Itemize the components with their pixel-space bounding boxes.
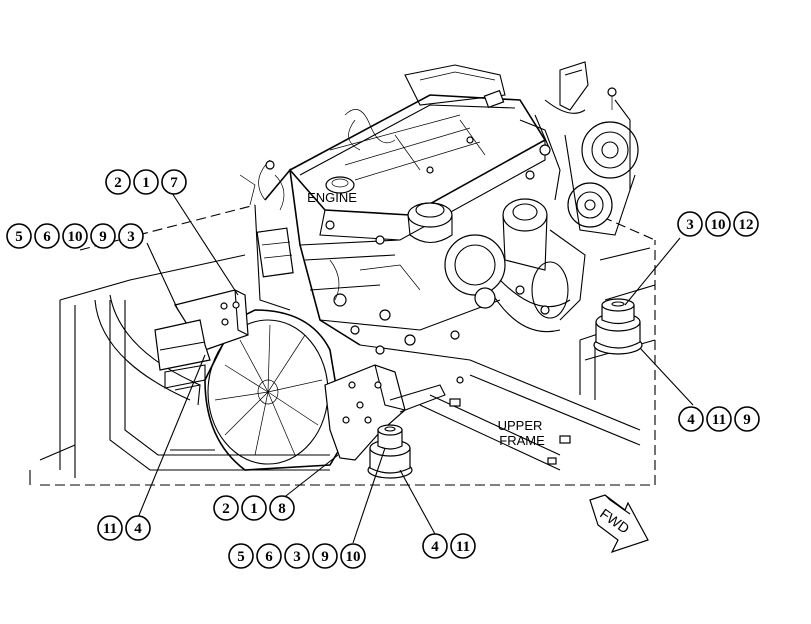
callout-number: 2 <box>114 175 122 191</box>
callout-circle <box>161 169 187 195</box>
callout-number: 10 <box>346 549 361 565</box>
callout-number: 8 <box>278 501 286 517</box>
callout-number: 7 <box>170 175 178 191</box>
callout-number: 5 <box>237 549 245 565</box>
callout-circle <box>125 515 151 541</box>
callout-number: 1 <box>142 175 150 191</box>
callout-number: 3 <box>293 549 301 565</box>
callout-group-11-4: 11 4 <box>97 515 151 541</box>
callout-circle <box>733 211 759 237</box>
leader-lines <box>136 192 694 544</box>
callout-group-3-10-12: 3 10 12 <box>677 211 759 237</box>
callout-group-2-1-8: 2 1 8 <box>213 495 295 521</box>
callout-number: 11 <box>103 521 117 537</box>
callout-circle <box>241 495 267 521</box>
upper-frame-label-line1: UPPER <box>498 418 543 433</box>
callout-number: 10 <box>711 217 726 233</box>
callout-number: 12 <box>739 217 754 233</box>
callout-number: 6 <box>43 229 51 245</box>
callout-circle <box>90 223 116 249</box>
callout-circle <box>422 533 448 559</box>
engine-label: ENGINE <box>307 190 357 205</box>
callout-number: 1 <box>250 501 258 517</box>
callout-group-5-6-10-9-3: 5 6 10 9 3 <box>6 223 144 249</box>
alternator-assembly <box>519 61 639 236</box>
callout-number: 3 <box>127 229 135 245</box>
right-isolator-mount <box>593 298 643 355</box>
callout-circle <box>118 223 144 249</box>
callout-circle <box>228 543 254 569</box>
callout-number: 5 <box>15 229 23 245</box>
callout-circle <box>105 169 131 195</box>
callout-group-4-11-9: 4 11 9 <box>678 406 760 432</box>
callout-circle <box>312 543 338 569</box>
callout-number: 3 <box>686 217 694 233</box>
flywheel-housing <box>204 309 346 471</box>
callout-number: 10 <box>68 229 83 245</box>
callout-circle <box>734 406 760 432</box>
callout-number: 9 <box>321 549 329 565</box>
callout-number: 4 <box>134 521 142 537</box>
callout-group-4-11: 4 11 <box>422 533 476 559</box>
turbo-and-pulleys <box>407 198 586 333</box>
callout-circle <box>678 406 704 432</box>
callout-group-5-6-3-9-10: 5 6 3 9 10 <box>228 543 366 569</box>
callout-number: 9 <box>99 229 107 245</box>
callout-group-2-1-7: 2 1 7 <box>105 169 187 195</box>
callout-number: 11 <box>712 412 726 428</box>
callout-number: 9 <box>743 412 751 428</box>
front-isolator-mount <box>367 424 413 479</box>
callout-circle <box>213 495 239 521</box>
callout-number: 2 <box>222 501 230 517</box>
upper-frame-label-line2: FRAME <box>499 433 545 448</box>
callout-number: 6 <box>265 549 273 565</box>
callout-circle <box>677 211 703 237</box>
callout-circle <box>133 169 159 195</box>
callout-circle <box>340 543 366 569</box>
callout-circle <box>705 211 731 237</box>
callout-circle <box>256 543 282 569</box>
callout-circle <box>97 515 123 541</box>
callout-circle <box>450 533 476 559</box>
callout-number: 4 <box>687 412 695 428</box>
callout-circle <box>6 223 32 249</box>
forward-direction-arrow: FWD <box>589 494 649 554</box>
callout-number: 11 <box>456 539 470 555</box>
left-mount-bracket <box>154 289 249 406</box>
callout-circle <box>62 223 88 249</box>
upper-frame-structure <box>29 204 656 486</box>
callout-circle <box>706 406 732 432</box>
engine-block <box>239 64 547 384</box>
callout-circle <box>34 223 60 249</box>
callout-circle <box>269 495 295 521</box>
callout-circle <box>284 543 310 569</box>
callout-number: 4 <box>431 539 439 555</box>
